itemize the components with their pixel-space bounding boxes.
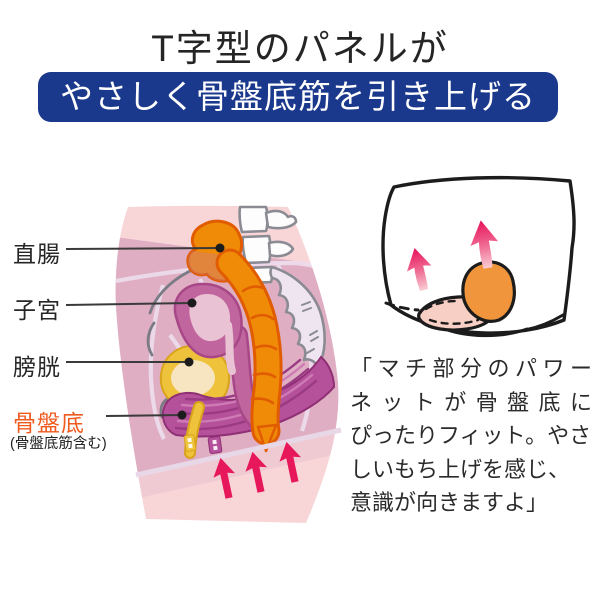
quote-line: ネットが骨盤底に [350,389,592,415]
headline-banner-text: やさしく骨盤底筋を引き上げる [60,78,536,115]
quote-line: 「マチ部分のパワー [350,356,592,381]
label-bladder: 膀胱 [13,354,61,380]
label-leader-lines [65,243,225,420]
urethra-tag-chip [183,434,197,452]
gusset-line [135,427,342,478]
sacrum-bone [269,265,326,369]
label-pelvic-floor-note: (骨盤底筋含む) [10,436,107,452]
lift-up-arrows-icon [407,220,499,291]
underwear-illustration [381,175,576,338]
support-pad [461,260,516,323]
pelvis-anatomy-illustration [65,205,342,523]
label-rectum: 直腸 [13,241,61,267]
testimonial-quote: 「マチ部分のパワー ネットが骨盤底に ぴったりフィット。やさ しいもち上げを感じ… [350,352,592,520]
quote-line: 意識が向きますよ」 [350,490,549,515]
page-title: T字型のパネルが [151,28,449,69]
label-pelvic-floor: 骨盤底 [13,410,85,436]
quote-line: ぴったりフィット。やさ [350,423,592,448]
vagina-tag-chip [207,436,223,454]
quote-line: しいもち上げを感じ、 [350,456,571,482]
lift-up-arrows-icon [213,441,301,499]
rectum-colon-tube [215,248,283,453]
headline-banner: やさしく骨盤底筋を引き上げる [38,72,558,122]
label-uterus: 子宮 [13,297,61,323]
